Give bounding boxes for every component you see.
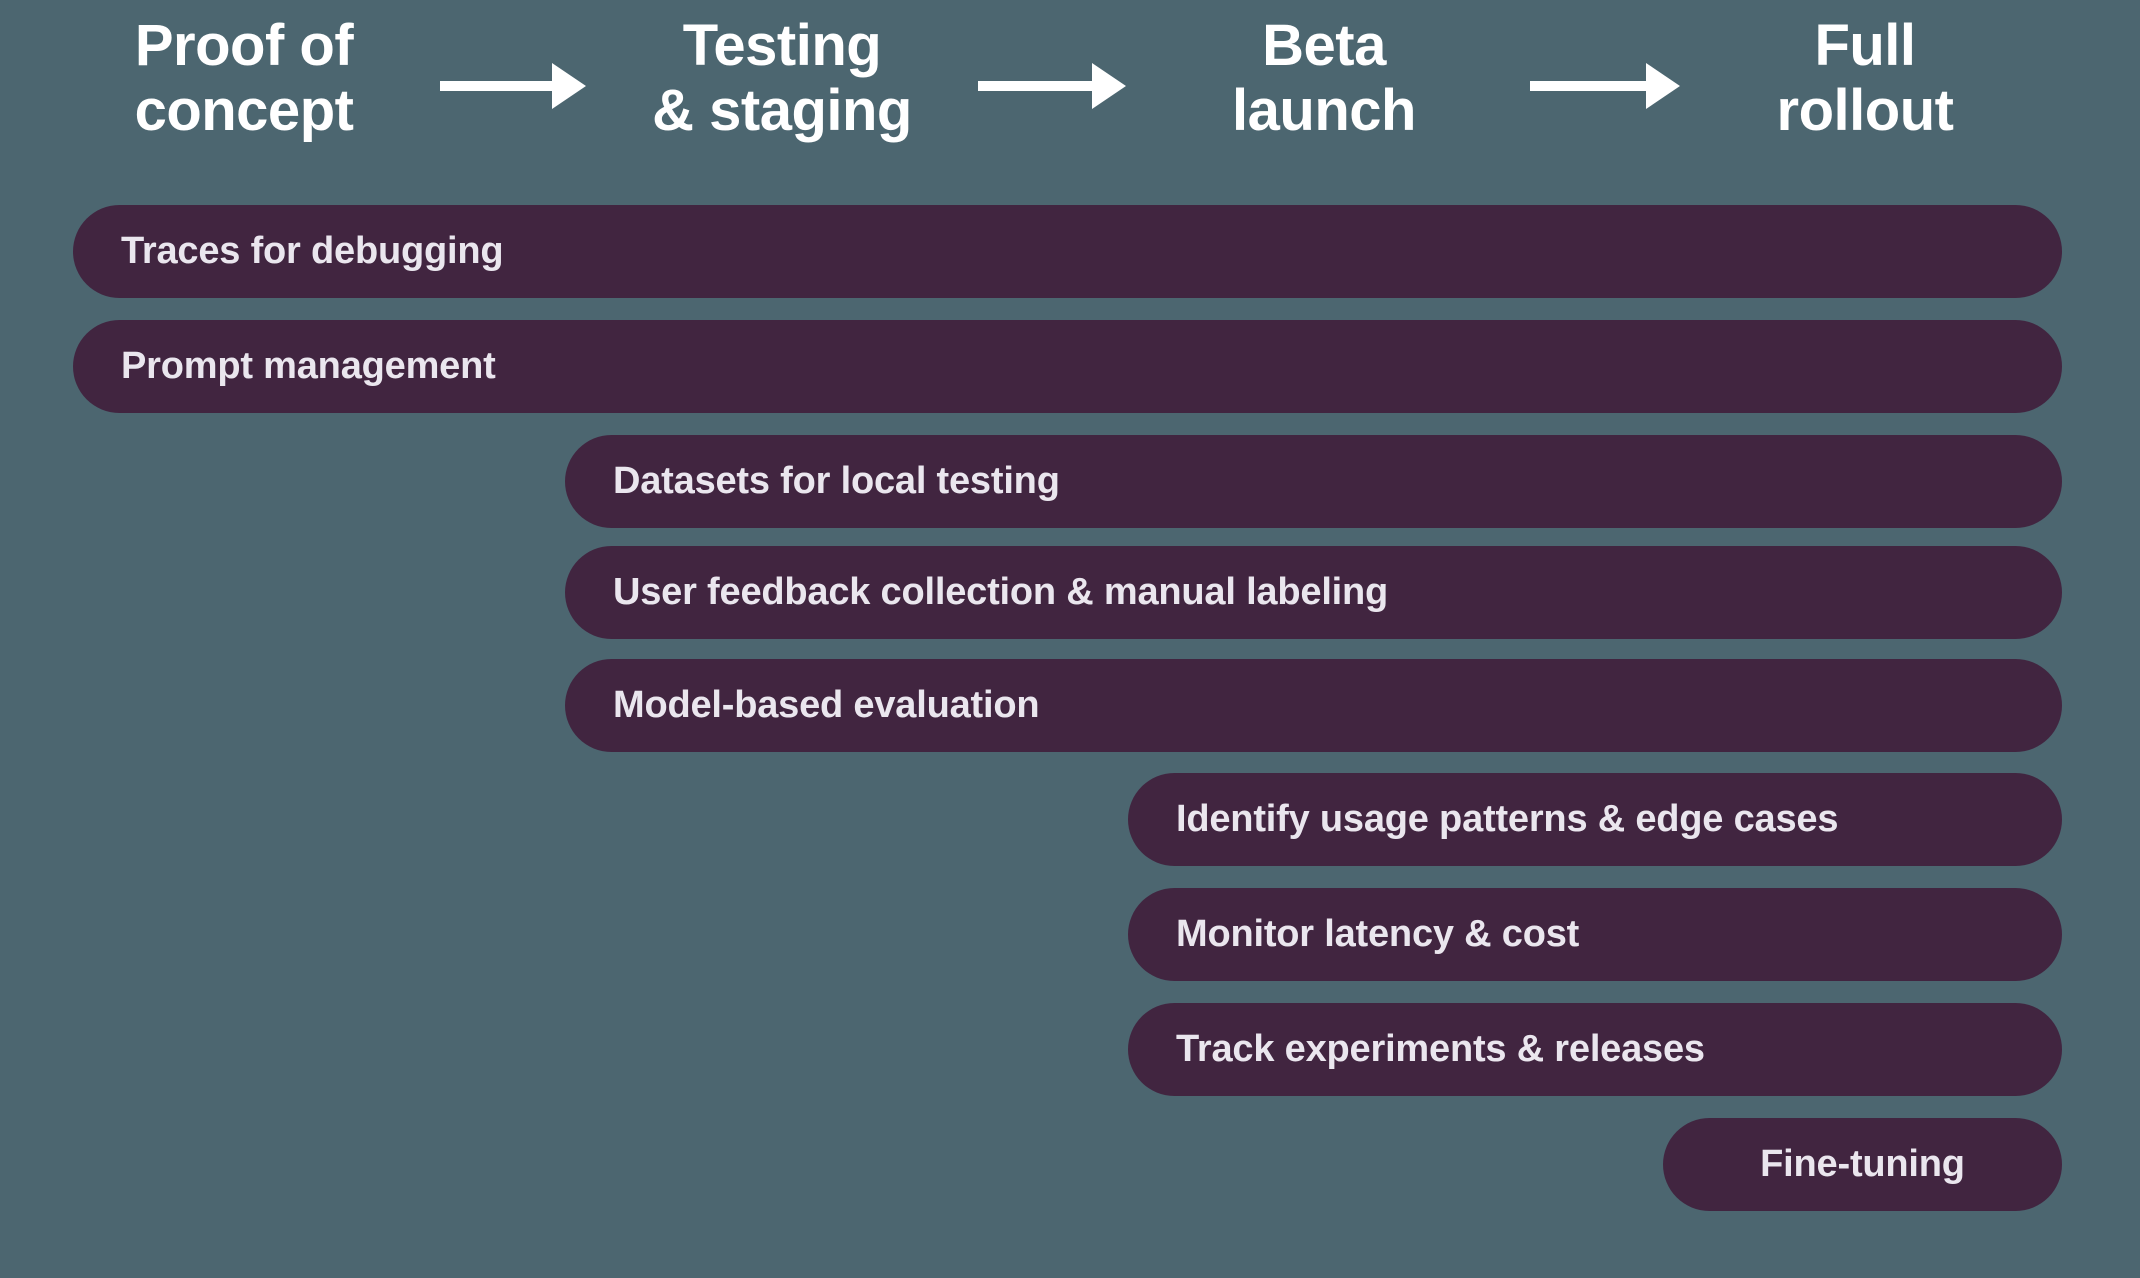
capability-bar[interactable]: Monitor latency & cost <box>1128 888 2062 981</box>
arrow-shaft <box>1530 81 1648 91</box>
arrow-head <box>552 63 586 109</box>
arrow-beta-to-rollout-icon <box>1530 63 1680 109</box>
stage-label-1: Proof of concept <box>134 13 354 143</box>
stage-label-3: Beta launch <box>1232 13 1416 143</box>
capability-label: Track experiments & releases <box>1176 1028 1705 1070</box>
capability-bar[interactable]: User feedback collection & manual labeli… <box>565 546 2062 639</box>
arrow-testing-to-beta-icon <box>978 63 1126 109</box>
capability-label: Traces for debugging <box>121 230 504 272</box>
arrow-head <box>1092 63 1126 109</box>
capability-label: Monitor latency & cost <box>1176 913 1580 955</box>
capability-bar[interactable]: Fine-tuning <box>1663 1118 2062 1211</box>
stage-label-4: Full rollout <box>1776 13 1954 143</box>
stage-label-2: Testing & staging <box>652 13 912 143</box>
capability-bar[interactable]: Track experiments & releases <box>1128 1003 2062 1096</box>
capability-bar[interactable]: Identify usage patterns & edge cases <box>1128 773 2062 866</box>
arrow-shaft <box>978 81 1094 91</box>
capability-label: Prompt management <box>121 345 496 387</box>
arrow-shaft <box>440 81 554 91</box>
capability-label: Model-based evaluation <box>613 684 1040 726</box>
capability-bar[interactable]: Model-based evaluation <box>565 659 2062 752</box>
capability-bar[interactable]: Prompt management <box>73 320 2062 413</box>
capability-label: Datasets for local testing <box>613 460 1060 502</box>
arrow-head <box>1646 63 1680 109</box>
capability-bar[interactable]: Datasets for local testing <box>565 435 2062 528</box>
capability-label: Identify usage patterns & edge cases <box>1176 798 1839 840</box>
capability-bar[interactable]: Traces for debugging <box>73 205 2062 298</box>
capability-label: User feedback collection & manual labeli… <box>613 571 1389 613</box>
arrow-poc-to-testing-icon <box>440 63 586 109</box>
capability-label: Fine-tuning <box>1760 1143 1965 1185</box>
